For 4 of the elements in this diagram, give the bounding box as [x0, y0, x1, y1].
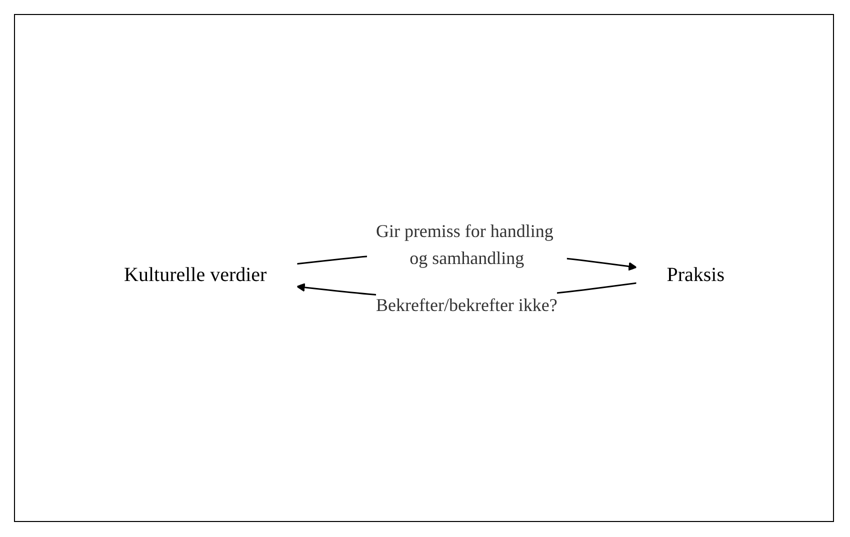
node-text: Kulturelle verdier	[124, 264, 266, 286]
node-text: Praksis	[666, 264, 724, 286]
edge-label: Bekrefter/bekrefter ikke?	[376, 294, 558, 314]
edge-label: Gir premiss for handling og samhandling	[376, 220, 554, 268]
